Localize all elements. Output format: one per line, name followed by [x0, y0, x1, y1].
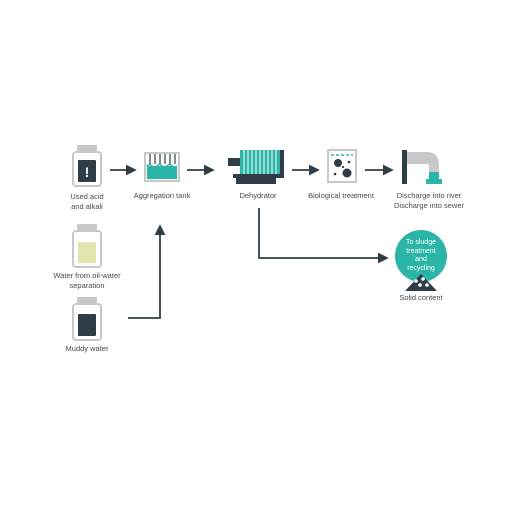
label-used-acid-line1: Used acid: [70, 192, 104, 201]
label-discharge: Discharge into river Discharge into sewe…: [384, 191, 474, 211]
bacteria-tank-icon: [327, 149, 357, 183]
yellow-bottle-icon: [72, 224, 102, 268]
label-used-acid: Used acid and alkali: [57, 192, 117, 212]
sludge-pile-icon: [405, 274, 437, 291]
label-discharge-river: Discharge into river: [396, 191, 462, 200]
sludge-line2: treatment: [406, 247, 436, 255]
sludge-circle: [395, 230, 447, 282]
flow-arrows: [110, 164, 394, 319]
label-used-acid-line2: and alkali: [71, 202, 103, 211]
label-oil-water: Water from oil-water separation: [42, 271, 132, 291]
label-muddy-water: Muddy water: [65, 344, 109, 353]
sludge-circle-label: To sludge treatment and recycling: [396, 239, 446, 273]
label-biological-treatment: Biological treatment: [308, 191, 374, 200]
label-oil-water-line1: Water from oil-water: [53, 271, 121, 280]
sludge-line1: To sludge: [406, 239, 436, 246]
filter-press-icon: [228, 150, 284, 184]
label-solid-content: Solid content: [399, 293, 443, 302]
svg-text:!: !: [85, 164, 90, 180]
pipe-outlet-icon: [402, 150, 442, 184]
warning-bottle-icon: !: [72, 145, 102, 187]
tank-icon: [144, 152, 180, 182]
label-oil-water-line2: separation: [69, 281, 105, 290]
sludge-line3: and: [415, 256, 427, 263]
label-discharge-sewer: Discharge into sewer: [393, 201, 465, 210]
label-aggregation-tank: Aggregation tank: [133, 191, 191, 200]
arrow-muddy-to-tank: [128, 224, 166, 319]
dark-bottle-icon: [72, 297, 102, 341]
sludge-line4: recycling: [407, 264, 435, 272]
label-dehydrator: Dehydrator: [239, 191, 277, 200]
arrow-dehydrator-to-sludge: [258, 208, 389, 264]
